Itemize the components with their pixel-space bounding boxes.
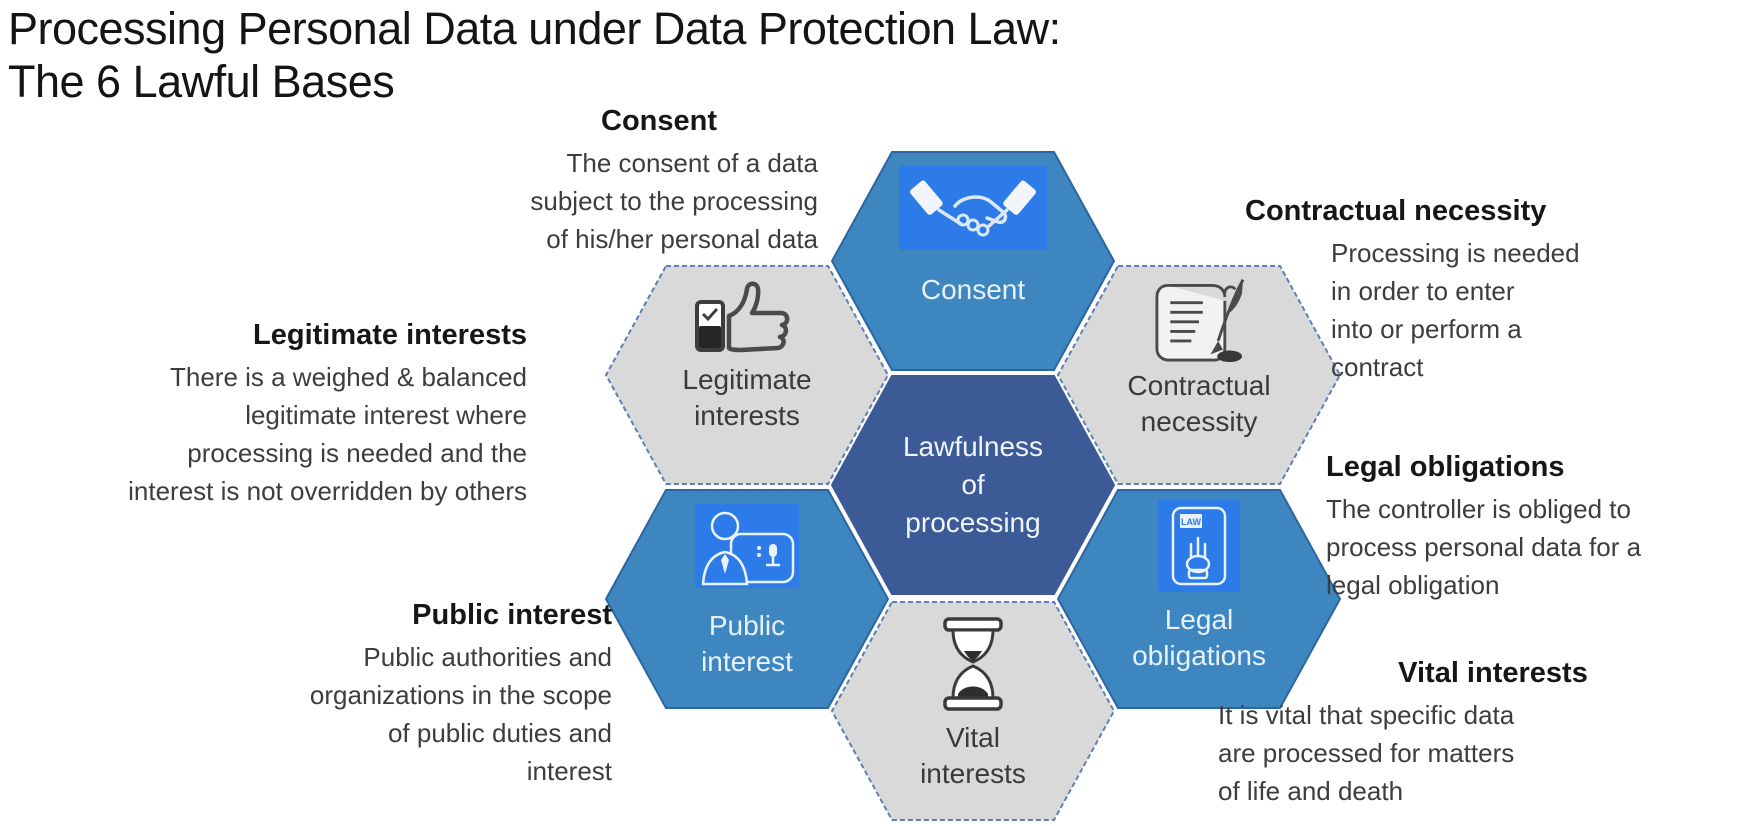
- hexagon-contractual-necessity: Contractual necessity: [1056, 264, 1342, 486]
- annotation-vital-interests: Vital interests It is vital that specifi…: [1218, 656, 1638, 810]
- annotation-vital-heading: Vital interests: [1398, 657, 1588, 689]
- annotation-contractual-body: Processing is needed in order to enter i…: [1331, 238, 1580, 382]
- hexagon-legitimate-interests: Legitimate interests: [604, 264, 890, 486]
- law-book-icon-text: LAW: [1181, 517, 1202, 527]
- annotation-contractual-necessity: Contractual necessity Processing is need…: [1245, 194, 1725, 386]
- annotation-legitimate-interests: Legitimate interests There is a weighed …: [0, 318, 527, 510]
- hexagon-legal-obligations: LAW Legal obligations: [1056, 488, 1342, 710]
- page-title: Processing Personal Data under Data Prot…: [8, 2, 1061, 108]
- hexagon-vital-interests-label: Vital interests: [920, 722, 1026, 789]
- hexagon-public-interest-label: Public interest: [701, 610, 793, 677]
- public-speaker-icon: [695, 504, 799, 588]
- hexagon-shape: [830, 375, 1116, 595]
- scroll-quill-icon: [1155, 279, 1245, 362]
- annotation-vital-body: It is vital that specific data are proce…: [1218, 700, 1515, 806]
- annotation-contractual-heading: Contractual necessity: [1245, 195, 1547, 227]
- handshake-icon: [899, 166, 1047, 250]
- hexagon-lawfulness-label: Lawfulness of processing: [902, 431, 1044, 538]
- hexagon-consent: Consent: [830, 150, 1116, 372]
- hexagon-legitimate-interests-label: Legitimate interests: [682, 364, 812, 431]
- annotation-legitimate-heading: Legitimate interests: [253, 319, 527, 351]
- thumbs-up-icon: [695, 281, 790, 353]
- title-line-2: The 6 Lawful Bases: [8, 56, 395, 107]
- annotation-legal-obligations: Legal obligations The controller is obli…: [1326, 450, 1740, 604]
- title-line-1: Processing Personal Data under Data Prot…: [8, 3, 1061, 54]
- hexagon-shape: [830, 601, 1116, 821]
- annotation-consent-heading: Consent: [601, 105, 717, 137]
- law-book-icon: LAW: [1158, 500, 1240, 592]
- hexagon-shape: [1056, 265, 1342, 485]
- hexagon-vital-interests: Vital interests: [830, 600, 1116, 822]
- hexagon-contractual-necessity-label: Contractual necessity: [1127, 370, 1271, 437]
- annotation-legitimate-body: There is a weighed & balanced legitimate…: [128, 362, 527, 506]
- hexagon-shape: [604, 265, 890, 485]
- annotation-legal-body: The controller is obliged to process per…: [1326, 494, 1642, 600]
- annotation-public-heading: Public interest: [412, 599, 612, 631]
- hexagon-public-interest: Public interest: [604, 488, 890, 710]
- hexagon-legal-obligations-label: Legal obligations: [1132, 604, 1266, 671]
- hexagon-shape: [1056, 489, 1342, 709]
- annotation-legal-heading: Legal obligations: [1326, 451, 1565, 483]
- annotation-public-interest: Public interest Public authorities and o…: [130, 598, 612, 790]
- hourglass-icon: [943, 617, 1003, 711]
- annotation-public-body: Public authorities and organizations in …: [309, 642, 612, 786]
- hexagon-consent-label: Consent: [920, 274, 1026, 305]
- annotation-consent: Consent The consent of a data subject to…: [330, 104, 818, 258]
- hexagon-shape: [604, 489, 890, 709]
- hexagon-lawfulness-center: Lawfulness of processing: [830, 374, 1116, 596]
- annotation-consent-body: The consent of a data subject to the pro…: [530, 148, 818, 254]
